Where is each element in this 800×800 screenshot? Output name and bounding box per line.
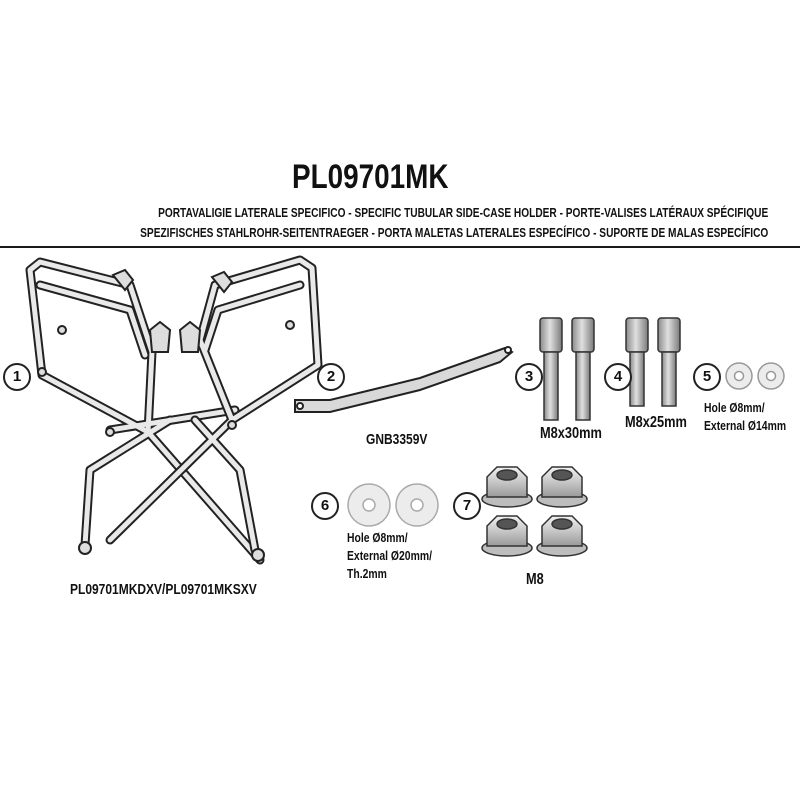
part-number-badge-3: 3 xyxy=(515,363,543,391)
subtitle-line-2: SPEZIFISCHES STAHLROHR-SEITENTRAEGER - P… xyxy=(139,225,768,240)
flange-nut-m8-set xyxy=(481,466,588,557)
part-label-6-line-3: Th.2mm xyxy=(347,566,387,581)
part-code-title: PL09701MK xyxy=(292,158,449,196)
washer-20mm-pair xyxy=(347,483,439,527)
connecting-bar xyxy=(294,346,514,413)
part-label-5-line-2: External Ø14mm xyxy=(704,418,787,433)
part-label-7: M8 xyxy=(526,571,544,588)
part-label-2: GNB3359V xyxy=(366,431,428,448)
part-label-6-line-2: External Ø20mm/ xyxy=(347,548,432,563)
part-number-badge-6: 6 xyxy=(311,492,339,520)
part-label-4: M8x25mm xyxy=(625,414,687,431)
part-label-1: PL09701MKDXV/PL09701MKSXV xyxy=(70,581,257,598)
part-number-badge-2: 2 xyxy=(317,363,345,391)
part-label-6-line-1: Hole Ø8mm/ xyxy=(347,530,408,545)
bolt-m8x30-pair xyxy=(539,317,595,421)
part-label-3: M8x30mm xyxy=(540,425,602,442)
subtitle-line-1: PORTAVALIGIE LATERALE SPECIFICO - SPECIF… xyxy=(157,205,768,220)
part-label-5-line-1: Hole Ø8mm/ xyxy=(704,400,765,415)
frame-mount-tabs xyxy=(37,268,295,562)
part-number-badge-1: 1 xyxy=(3,363,31,391)
part-number-badge-7: 7 xyxy=(453,492,481,520)
bolt-m8x25-pair xyxy=(625,317,681,407)
part-number-badge-5: 5 xyxy=(693,363,721,391)
washer-14mm-pair xyxy=(725,362,785,390)
header-divider xyxy=(0,246,800,248)
part-number-badge-4: 4 xyxy=(604,363,632,391)
